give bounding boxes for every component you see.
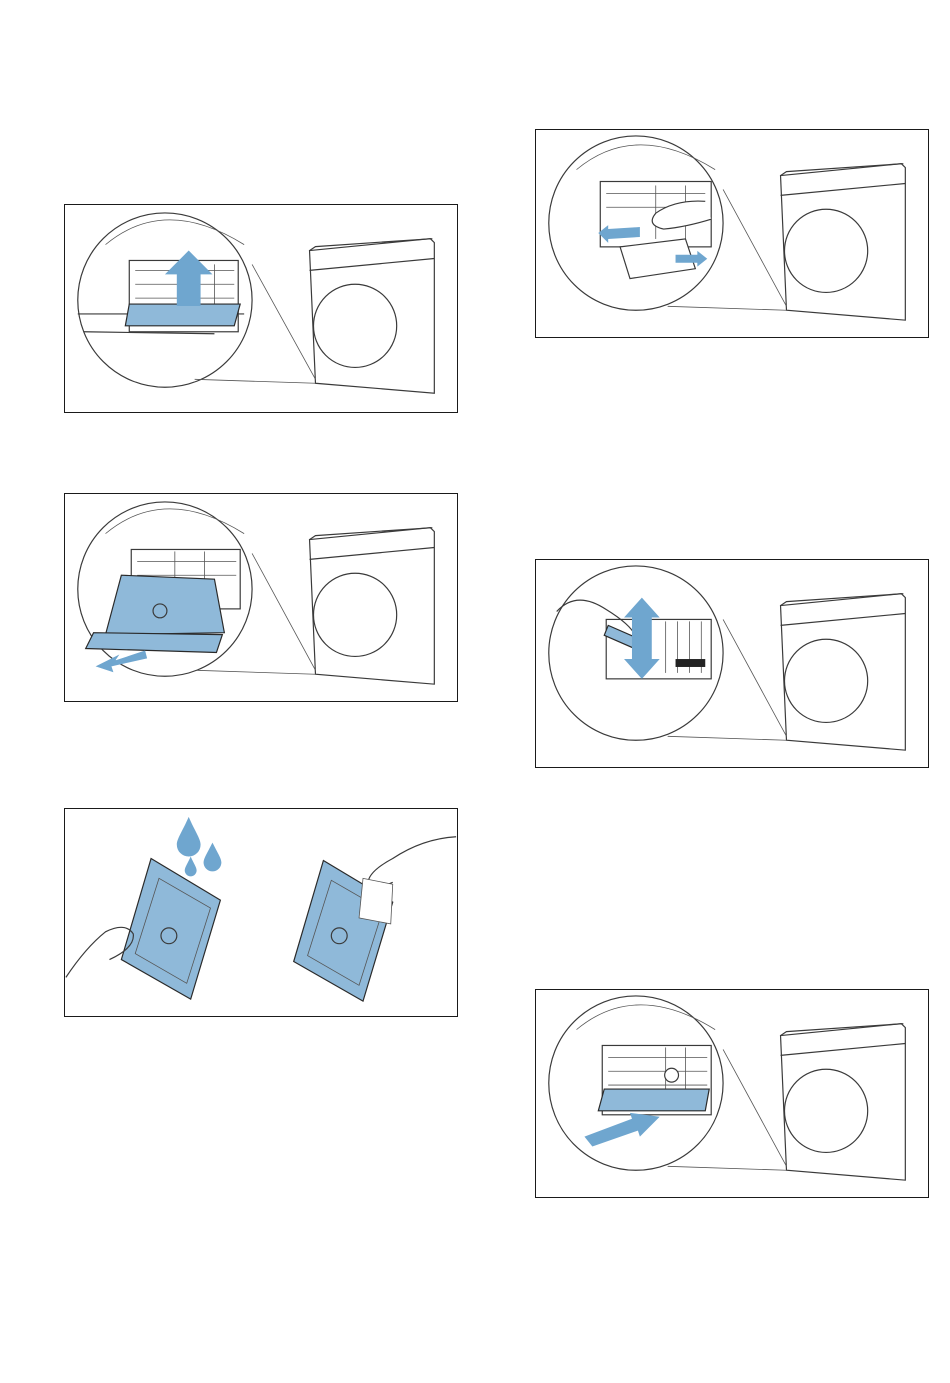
arrow-in-icon	[584, 1113, 659, 1147]
illustration-insert-filter	[535, 989, 929, 1198]
illustration-wipe-housing	[535, 129, 929, 338]
dryer-detail-diagram	[65, 205, 457, 412]
illustration-open-flap	[64, 204, 458, 413]
illustration-vacuum-housing	[535, 559, 929, 768]
double-arrow-horizontal-icon	[598, 225, 640, 243]
arrow-out-icon	[96, 650, 148, 672]
water-drops-icon	[177, 817, 222, 876]
illustration-pull-out-filter	[64, 493, 458, 702]
illustration-rinse-and-wipe-filter	[64, 808, 458, 1017]
